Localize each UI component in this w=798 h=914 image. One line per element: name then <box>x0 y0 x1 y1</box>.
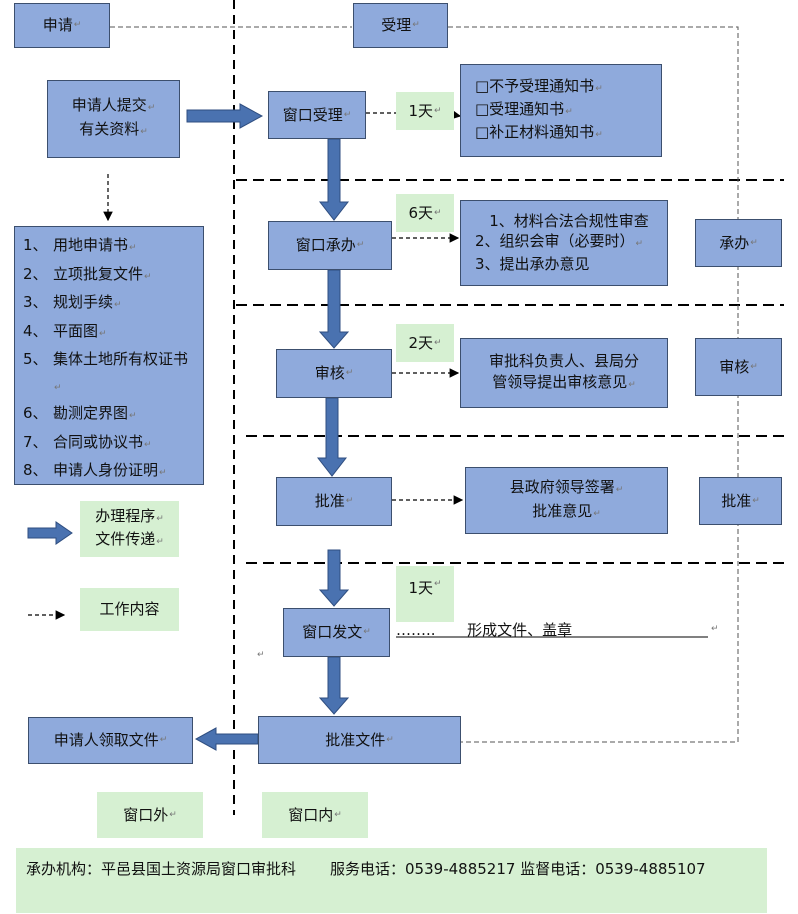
duration-issue: 1天↵ <box>396 566 454 622</box>
document-item: 4、平面图↵ <box>23 321 107 340</box>
step-window-issue: 窗口发文↵ <box>283 608 390 657</box>
applicant-submit-box: 申请人提交↵ 有关资料↵ <box>47 80 180 158</box>
footer-phone: 服务电话：0539-4885217 <box>330 860 516 878</box>
review-content-line1: 审批科负责人、县局分 <box>488 351 639 370</box>
right-label-approve: 批准↵ <box>699 477 782 525</box>
approve-content-line2: 批准意见 <box>532 501 593 520</box>
step-window-accept: 窗口受理↵ <box>268 91 366 139</box>
handle-content-line1: 1、材料合法合规性审查 <box>489 212 649 230</box>
issue-text: 形成文件、盖章 <box>467 621 573 639</box>
document-item: 1、用地申请书↵ <box>23 236 137 254</box>
footer-supervise: 监督电话：0539-4885107 <box>520 860 706 878</box>
right-label-review: 审核↵ <box>695 338 782 396</box>
accept-label: 受理↵ <box>353 3 448 48</box>
approve-content: 县政府领导签署↵ 批准意见↵ <box>465 467 668 534</box>
review-content: 审批科负责人、县局分 管领导提出审核意见↵ <box>460 338 668 408</box>
footer-info: 承办机构：平邑县国土资源局窗口审批科 服务电话：0539-4885217 监督电话… <box>16 848 767 913</box>
step-window-handle: 窗口承办↵ <box>268 221 392 270</box>
legend-dashed-label: 工作内容 <box>80 588 179 631</box>
zone-outside-window: 窗口外↵ <box>97 792 203 838</box>
legend-solid-label: 办理程序↵ 文件传递↵ <box>80 501 179 557</box>
handle-content: 1、材料合法合规性审查 2、组织会审（必要时）↵ 3、提出承办意见 <box>460 200 668 286</box>
accept-notices: □不予受理通知书↵ □受理通知书↵ □补正材料通知书↵ <box>460 64 662 157</box>
duration-handle: 6天↵ <box>396 194 454 232</box>
step-review: 审核↵ <box>276 349 392 398</box>
step-approve: 批准↵ <box>276 477 392 526</box>
notice-item: □不予受理通知书 <box>475 77 595 95</box>
document-item: 6、勘测定界图↵ <box>23 404 137 422</box>
document-item: 2、立项批复文件↵ <box>23 264 152 283</box>
duration-accept: 1天↵ <box>396 92 454 130</box>
review-content-line2: 管领导提出审核意见 <box>492 372 628 391</box>
footer-org: 承办机构：平邑县国土资源局窗口审批科 <box>26 860 297 878</box>
applicant-submit-line1: 申请人提交 <box>71 96 147 114</box>
notice-item: □补正材料通知书 <box>475 123 595 141</box>
applicant-submit-line2: 有关资料 <box>79 120 140 138</box>
step-approval-document: 批准文件↵ <box>258 716 461 764</box>
handle-content-line3: 3、提出承办意见 <box>475 255 590 273</box>
notice-item: □受理通知书 <box>475 100 565 118</box>
document-item: 3、规划手续↵ <box>23 293 122 311</box>
legend-solid-line2: 文件传递 <box>95 530 156 548</box>
zone-inside-window: 窗口内↵ <box>262 792 368 838</box>
document-list: 1、用地申请书↵ 2、立项批复文件↵ 3、规划手续↵ 4、平面图↵ 5、集体土地… <box>14 226 204 485</box>
handle-content-line2: 2、组织会审（必要时） <box>475 232 635 250</box>
step-applicant-pickup: 申请人领取文件↵ <box>28 717 193 764</box>
flow-arrow-submit <box>186 103 264 129</box>
document-item: 5、集体土地所有权证书↵ <box>23 350 189 393</box>
document-item: 7、合同或协议书↵ <box>23 432 152 451</box>
duration-review: 2天↵ <box>396 324 454 362</box>
issue-content: …….. 形成文件、盖章 <box>396 619 572 640</box>
legend-solid-line1: 办理程序 <box>95 507 156 525</box>
approve-content-line1: 县政府领导签署 <box>509 477 615 496</box>
issue-dots: …….. <box>396 621 436 639</box>
right-label-handle: 承办↵ <box>695 219 782 267</box>
apply-label: 申请↵ <box>14 3 110 48</box>
document-item: 8、申请人身份证明↵ <box>23 461 167 479</box>
